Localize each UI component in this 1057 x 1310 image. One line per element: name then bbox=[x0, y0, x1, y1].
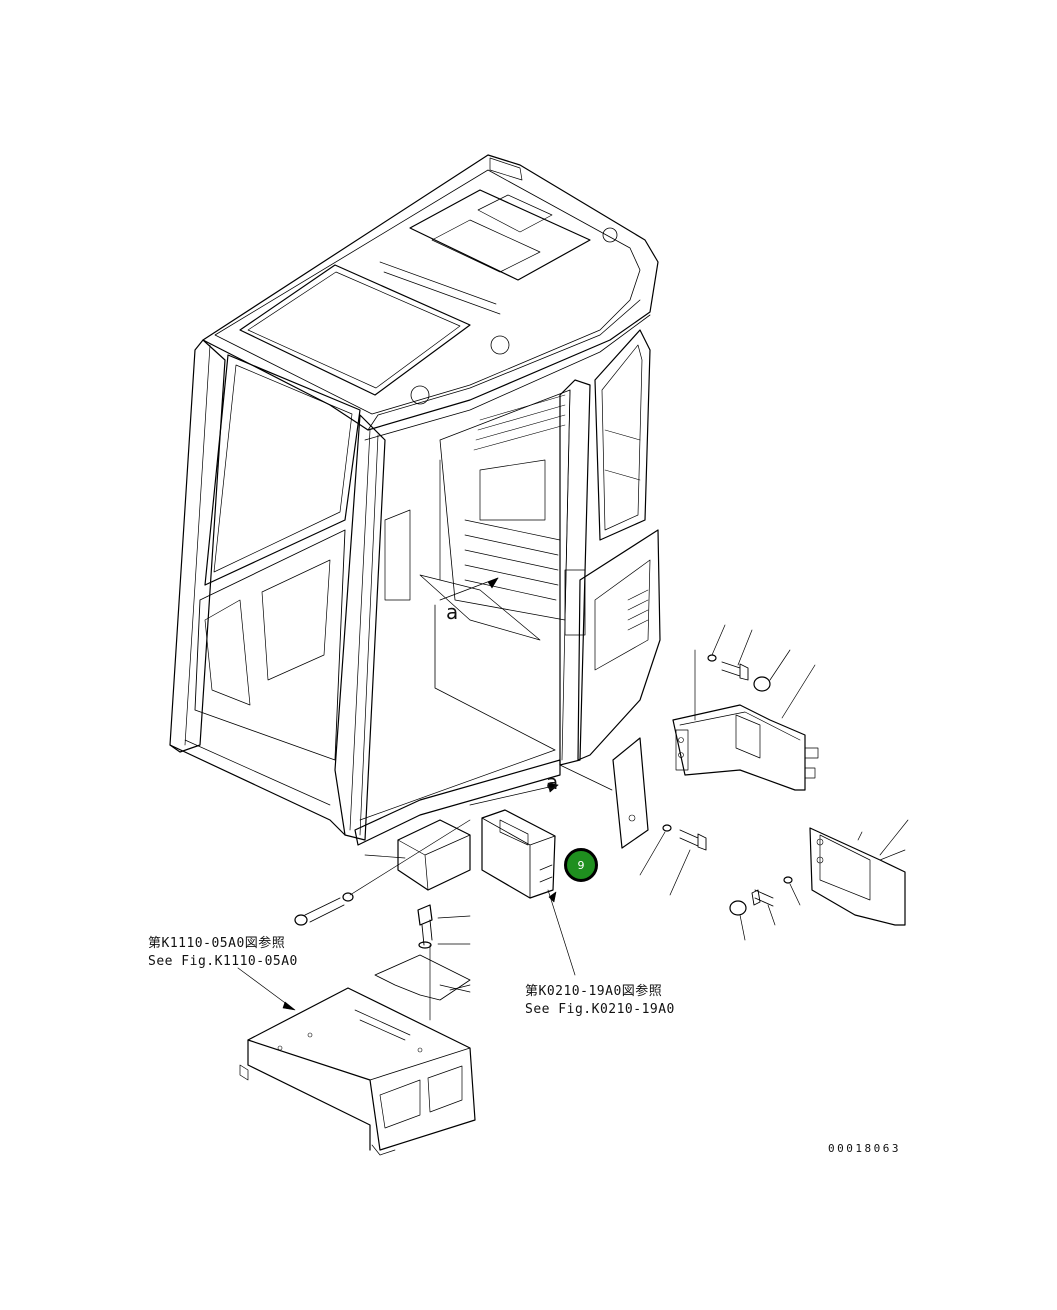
reference-left-en: See Fig.K1110-05A0 bbox=[148, 954, 298, 969]
reference-right-en: See Fig.K0210-19A0 bbox=[525, 1002, 675, 1017]
controller-box bbox=[481, 809, 576, 976]
drawing-number: 00018063 bbox=[828, 1142, 901, 1155]
front-cover-plate bbox=[364, 819, 471, 891]
reference-right-jp: 第K0210-19A0図参照 bbox=[525, 984, 663, 999]
side-cover-upper bbox=[672, 649, 819, 791]
view-a-label-bottom: a bbox=[546, 770, 559, 794]
bracket-plate bbox=[559, 737, 649, 849]
reference-left-jp: 第K1110-05A0図参照 bbox=[148, 936, 286, 951]
fasteners-right bbox=[639, 624, 909, 941]
mounting-bracket bbox=[374, 954, 471, 1001]
bolt-vertical bbox=[417, 904, 471, 1021]
side-cover-lower bbox=[809, 827, 906, 926]
bolt-long bbox=[294, 819, 471, 926]
part-callout-9[interactable]: 9 bbox=[564, 848, 598, 882]
view-a-label-top: a bbox=[446, 600, 459, 624]
cab-assembly bbox=[169, 154, 661, 846]
base-plate-assembly bbox=[237, 967, 476, 1156]
